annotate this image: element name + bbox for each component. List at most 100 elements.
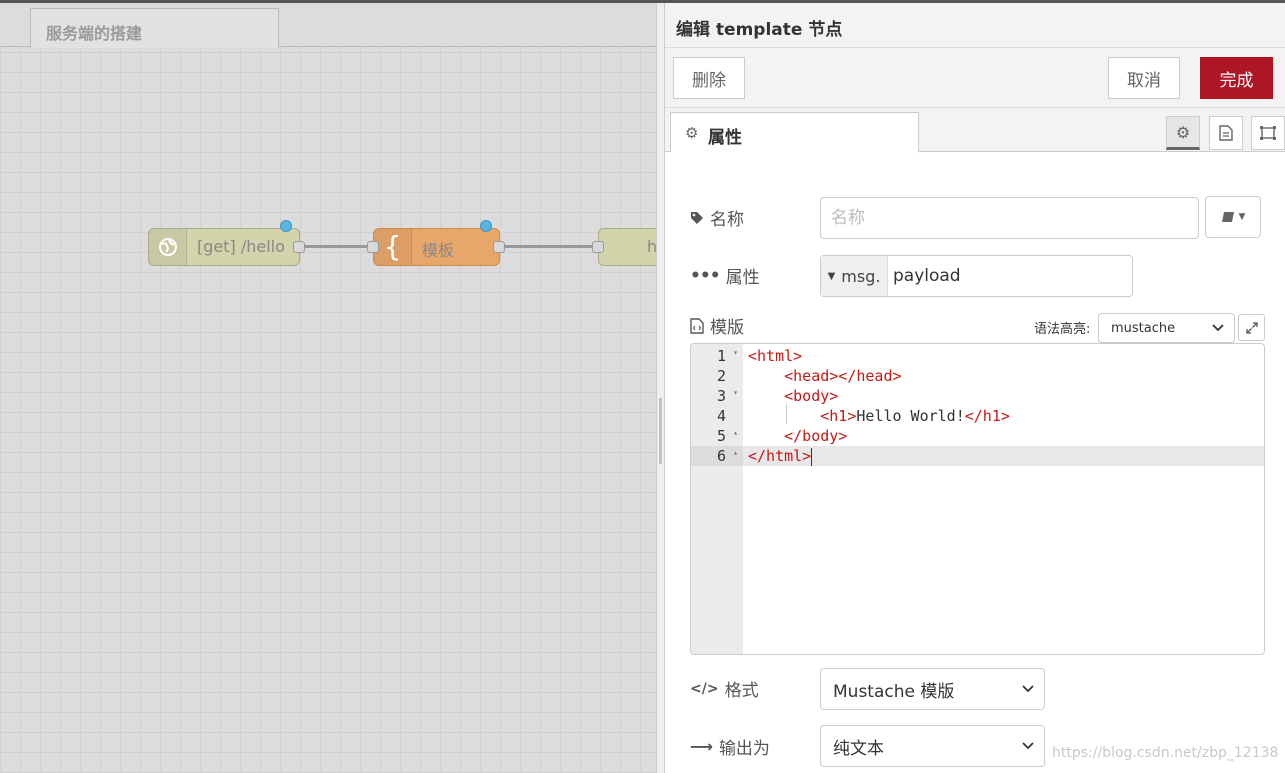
tag-icon xyxy=(691,211,703,224)
line-number-text: 6 xyxy=(716,447,726,465)
panel-header: 编辑 template 节点 xyxy=(665,3,1285,48)
line-number: 5▴ xyxy=(691,426,743,446)
format-select-value: Mustache 模版 xyxy=(833,681,955,702)
format-select[interactable]: Mustache 模版 xyxy=(820,668,1045,710)
expand-icon xyxy=(1245,321,1258,334)
delete-button[interactable]: 删除 xyxy=(673,57,745,99)
code-content: Hello World! xyxy=(856,407,965,425)
workspace-tab-label: 服务端的搭建 xyxy=(46,24,143,43)
code-line[interactable]: 4 <h1>Hello World!</h1> xyxy=(691,406,1264,426)
node-http-response[interactable]: h xyxy=(598,228,656,266)
line-number: 3▾ xyxy=(691,386,743,406)
library-button[interactable]: ▼ xyxy=(1205,196,1261,238)
fold-toggle-icon[interactable]: ▾ xyxy=(733,388,738,397)
input-port[interactable] xyxy=(367,241,379,253)
fold-toggle-icon[interactable]: ▴ xyxy=(733,428,738,437)
syntax-select[interactable]: mustache xyxy=(1098,313,1235,343)
workspace-tab-bar: 服务端的搭建 xyxy=(0,3,656,48)
chevron-down-icon xyxy=(1212,324,1224,332)
code-tag: <h1> xyxy=(820,407,857,425)
curly-brace-icon: { xyxy=(374,229,412,265)
flow-workspace[interactable]: 服务端的搭建 [get] /hello { 模板 h xyxy=(0,3,656,773)
wire-1[interactable] xyxy=(304,245,374,248)
code-line[interactable]: 2 <head></head> xyxy=(691,366,1264,386)
code-line[interactable]: 1▾<html> xyxy=(691,346,1264,366)
node-template[interactable]: { 模板 xyxy=(373,228,500,266)
property-value[interactable]: payload xyxy=(893,266,961,286)
panel-title: 编辑 template 节点 xyxy=(676,20,843,40)
line-number-text: 1 xyxy=(716,347,726,365)
edit-node-panel: 编辑 template 节点 删除 取消 完成 ⚙ 属性 ⚙ 名称 ▼ ••• xyxy=(665,3,1285,773)
output-label: 输出为 xyxy=(718,739,770,759)
caret-down-icon: ▼ xyxy=(827,270,836,282)
chevron-down-icon xyxy=(1022,742,1034,750)
code-text: </body> xyxy=(748,427,847,445)
code-text: <body> xyxy=(748,387,838,405)
wire-2[interactable] xyxy=(504,245,600,248)
code-line[interactable]: 3▾ <body> xyxy=(691,386,1264,406)
output-row-label: ⟶ 输出为 xyxy=(690,734,770,759)
chevron-down-icon xyxy=(1022,685,1034,693)
line-number: 1▾ xyxy=(691,346,743,366)
gear-icon: ⚙ xyxy=(685,124,699,142)
globe-icon xyxy=(149,229,187,265)
tab-description[interactable] xyxy=(1209,116,1243,150)
name-label: 名称 xyxy=(710,210,744,230)
fold-toggle-icon[interactable]: ▴ xyxy=(733,448,738,457)
template-label: 模版 xyxy=(710,318,744,338)
chevron-down-icon: ▼ xyxy=(1238,212,1246,222)
syntax-highlight-label: 语法高亮: xyxy=(1034,322,1091,337)
code-tag: <html> xyxy=(748,347,803,365)
book-icon xyxy=(1221,212,1234,222)
code-tag: </html> xyxy=(748,447,812,465)
gear-icon: ⚙ xyxy=(1175,122,1191,142)
name-input[interactable] xyxy=(821,198,1198,238)
code-tag: </body> xyxy=(784,427,848,445)
line-number-text: 2 xyxy=(716,367,726,385)
ellipsis-icon: ••• xyxy=(690,265,721,286)
text-cursor xyxy=(811,447,813,466)
done-button[interactable]: 完成 xyxy=(1200,57,1273,99)
input-port[interactable] xyxy=(592,241,604,253)
template-row-label: 模版 xyxy=(690,313,744,338)
node-label: 模板 xyxy=(422,241,455,260)
line-number-text: 5 xyxy=(716,427,726,445)
output-select[interactable]: 纯文本 xyxy=(820,725,1045,767)
tab-settings[interactable]: ⚙ xyxy=(1166,116,1200,150)
output-port[interactable] xyxy=(493,241,505,253)
code-editor[interactable]: 1▾<html>2 <head></head>3▾ <body>4 <h1>He… xyxy=(690,343,1265,655)
tab-properties-label: 属性 xyxy=(708,128,742,148)
code-tag: <body> xyxy=(784,387,839,405)
code-line[interactable]: 6▴</html> xyxy=(691,446,1264,466)
output-select-value: 纯文本 xyxy=(833,738,884,759)
appearance-icon xyxy=(1260,126,1276,140)
watermark: https://blog.csdn.net/zbp_12138 xyxy=(1052,745,1279,761)
line-number-text: 3 xyxy=(716,387,726,405)
splitter-grip[interactable] xyxy=(659,398,662,464)
editor-gutter xyxy=(691,344,743,654)
property-label: 属性 xyxy=(725,268,760,288)
cancel-button[interactable]: 取消 xyxy=(1108,57,1180,99)
fold-toggle-icon[interactable]: ▾ xyxy=(733,348,738,357)
node-label: [get] /hello xyxy=(197,237,285,256)
code-line[interactable]: 5▴ </body> xyxy=(691,426,1264,446)
name-field[interactable] xyxy=(820,197,1199,239)
description-icon xyxy=(1219,125,1233,141)
panel-splitter[interactable] xyxy=(656,3,665,773)
line-number: 6▴ xyxy=(691,446,743,466)
node-http-in[interactable]: [get] /hello xyxy=(148,228,300,266)
line-number-text: 4 xyxy=(716,407,726,425)
code-tag: </h1> xyxy=(964,407,1010,425)
property-type-select[interactable]: ▼ msg. xyxy=(821,256,888,296)
format-label: 格式 xyxy=(724,681,759,701)
property-typed-input[interactable]: ▼ msg. payload xyxy=(820,255,1133,297)
code-text: <h1>Hello World!</h1> xyxy=(748,407,1010,425)
workspace-tab[interactable]: 服务端的搭建 xyxy=(30,8,279,48)
tab-properties[interactable]: ⚙ 属性 xyxy=(670,112,919,153)
tab-appearance[interactable] xyxy=(1251,116,1285,150)
expand-editor-button[interactable] xyxy=(1238,314,1265,341)
code-icon: </> xyxy=(690,680,719,697)
output-port[interactable] xyxy=(293,241,305,253)
indent-guide xyxy=(786,404,787,424)
code-tag: <head></head> xyxy=(784,367,902,385)
